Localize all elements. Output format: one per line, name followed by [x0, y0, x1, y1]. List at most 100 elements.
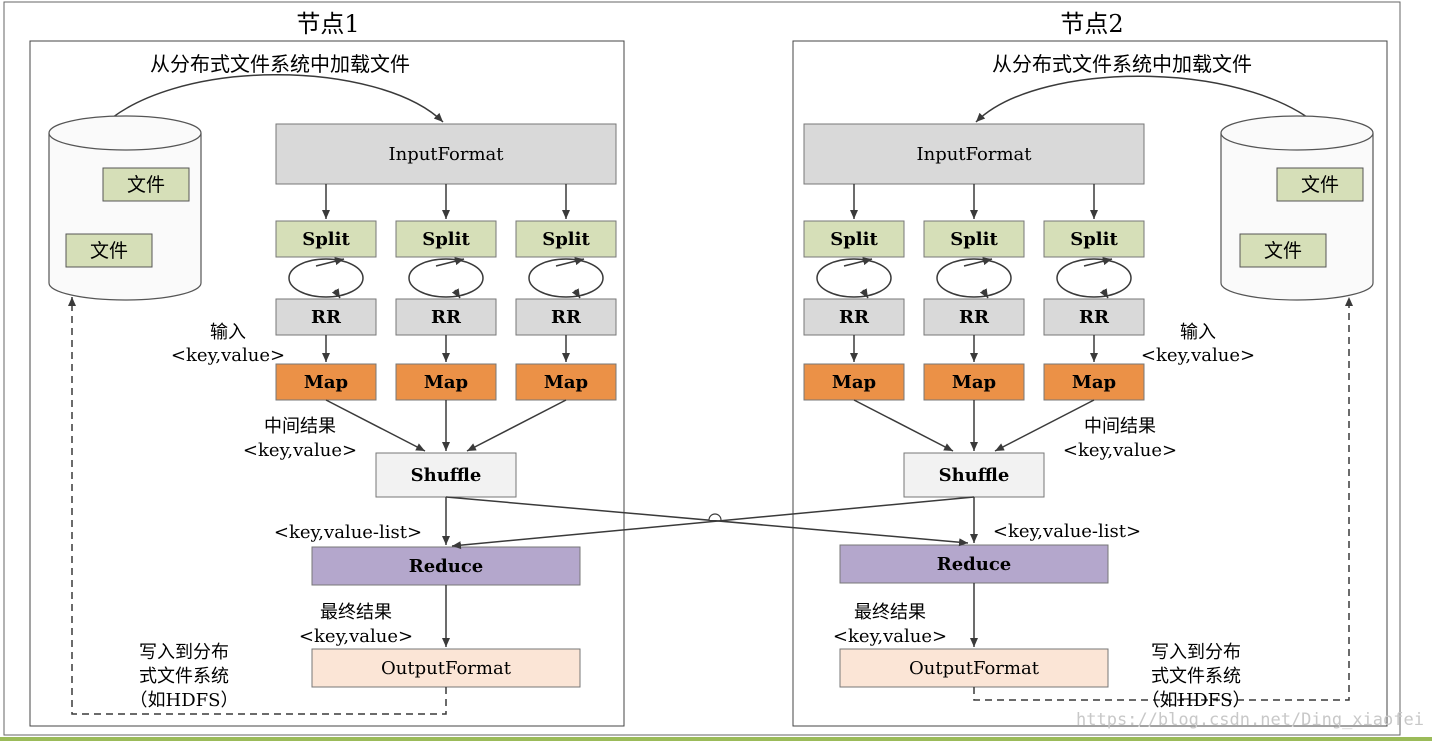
node2-load-label: 从分布式文件系统中加载文件 — [992, 52, 1252, 76]
node2-split-3 — [1043, 220, 1145, 258]
node2-file-label-1: 文件 — [1301, 174, 1339, 196]
node2-input-format-box — [803, 123, 1145, 185]
node1-map-label-1: Map — [304, 372, 348, 393]
node1-splits: Split Split Split — [275, 220, 617, 258]
node1-split-3 — [515, 220, 617, 258]
node2-map-label-2: Map — [952, 372, 996, 393]
node2-reduce-box — [839, 544, 1109, 584]
node1-rr-label-1: RR — [311, 307, 342, 328]
node2-file-cylinder: 文件 文件 — [1220, 115, 1374, 301]
node1-map-label-2: Map — [424, 372, 468, 393]
node2-file-label-2: 文件 — [1264, 240, 1302, 262]
node1-file-cylinder: 文件 文件 — [48, 115, 202, 301]
node1-map-1 — [275, 363, 377, 401]
node1-load-arrow — [96, 74, 444, 132]
node1-rr-label-3: RR — [551, 307, 582, 328]
node1-write-back-arrow — [68, 297, 447, 715]
node2-rr-label-1: RR — [839, 307, 870, 328]
node1-rr-3 — [515, 298, 617, 336]
node2-cycle-arrows — [816, 257, 1132, 299]
node2-rr-3 — [1043, 298, 1145, 336]
line-crossover-hop — [708, 513, 722, 521]
node2-load-arrow — [975, 75, 1329, 136]
node2-rr-label-2: RR — [959, 307, 990, 328]
node2-map-2 — [923, 363, 1025, 401]
watermark: https://blog.csdn.net/Ding_xiaofei — [1076, 710, 1424, 730]
node2-split-label-2: Split — [950, 229, 998, 250]
node1-cycle-arrows — [288, 257, 604, 299]
node2-input-kv-2: <key,value> — [1141, 345, 1255, 366]
node2-mid-result-1: 中间结果 — [1084, 416, 1156, 437]
node2-splits: Split Split Split — [803, 220, 1145, 258]
node1-reduce-label: Reduce — [409, 556, 484, 577]
node2-split-label-1: Split — [830, 229, 878, 250]
node1-map-3 — [515, 363, 617, 401]
node2-title: 节点2 — [1060, 10, 1123, 38]
bottom-rule — [0, 737, 1432, 741]
node1-shuffle-label: Shuffle — [411, 465, 482, 486]
node2-map-label-3: Map — [1072, 372, 1116, 393]
node2-write-3: （如HDFS） — [1142, 690, 1251, 711]
node2-map-label-1: Map — [832, 372, 876, 393]
node2-split-2 — [923, 220, 1025, 258]
node2-file-box-2 — [1239, 233, 1327, 268]
node1-file-box-1 — [102, 167, 190, 202]
node1-split-label-3: Split — [542, 229, 590, 250]
node2-rr-label-3: RR — [1079, 307, 1110, 328]
node2-write-back-arrow — [973, 297, 1353, 701]
node2-map-1 — [803, 363, 905, 401]
node1-split-2 — [395, 220, 497, 258]
node1-split-label-2: Split — [422, 229, 470, 250]
node1-file-label-2: 文件 — [90, 240, 128, 262]
node2-input-format-label: InputFormat — [916, 144, 1032, 165]
node2-output-format-label: OutputFormat — [909, 658, 1040, 679]
node2-shuffle-box — [903, 452, 1045, 498]
node1-write-2: 式文件系统 — [139, 666, 229, 687]
node1-output-format-label: OutputFormat — [381, 658, 512, 679]
cross-arrow-node2-to-node1 — [451, 496, 975, 550]
outer-frame — [3, 1, 1401, 736]
node1-file-box-2 — [65, 233, 153, 268]
node1-title: 节点1 — [296, 10, 359, 38]
node2-write-1: 写入到分布 — [1151, 642, 1241, 663]
node1-rr-1 — [275, 298, 377, 336]
node1-input-kv-1: 输入 — [210, 322, 246, 343]
node1-mid-result-2: <key,value> — [243, 440, 357, 461]
node1-input-format-label: InputFormat — [388, 144, 504, 165]
node2-reduce-label: Reduce — [937, 554, 1012, 575]
node1-rr-label-2: RR — [431, 307, 462, 328]
node2-frame — [792, 40, 1388, 727]
node2-split-label-3: Split — [1070, 229, 1118, 250]
node1-write-1: 写入到分布 — [139, 642, 229, 663]
node1-frame — [29, 40, 625, 727]
node2-file-box-1 — [1276, 167, 1364, 202]
node1-output-format-box — [311, 648, 581, 688]
node1-split-1 — [275, 220, 377, 258]
node1-reduce-box — [311, 546, 581, 586]
node1: 节点1 从分布式文件系统中加载文件 文件 文件 InputFormat Spli… — [29, 10, 625, 727]
node2-split-1 — [803, 220, 905, 258]
node1-split-label-1: Split — [302, 229, 350, 250]
node2-kv-list: <key,value-list> — [993, 521, 1141, 542]
node1-shuffle-box — [375, 452, 517, 498]
node1-rr-2 — [395, 298, 497, 336]
node2-input-kv-1: 输入 — [1180, 322, 1216, 343]
node1-file-label-1: 文件 — [127, 174, 165, 196]
node1-final-result-2: <key,value> — [299, 626, 413, 647]
node1-input-kv-2: <key,value> — [171, 345, 285, 366]
node1-map-2 — [395, 363, 497, 401]
node1-input-format-box — [275, 123, 617, 185]
node1-mid-result-1: 中间结果 — [264, 416, 336, 437]
node2-shuffle-label: Shuffle — [939, 465, 1010, 486]
cross-arrow-node1-to-node2 — [445, 496, 969, 547]
node1-load-label: 从分布式文件系统中加载文件 — [150, 52, 410, 76]
node1-final-result-1: 最终结果 — [320, 602, 392, 623]
node2-final-result-2: <key,value> — [833, 626, 947, 647]
node1-kv-list: <key,value-list> — [274, 522, 422, 543]
node2-map-3 — [1043, 363, 1145, 401]
node2-write-2: 式文件系统 — [1151, 666, 1241, 687]
node1-map-label-3: Map — [544, 372, 588, 393]
node2: 节点2 从分布式文件系统中加载文件 文件 文件 InputFormat Spli… — [792, 10, 1388, 727]
